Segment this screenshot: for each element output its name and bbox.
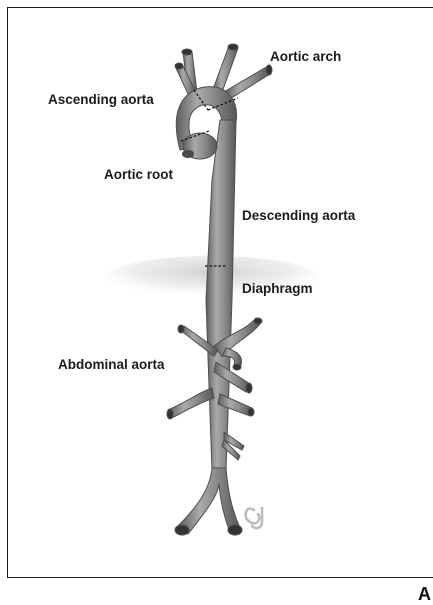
illustrator-logo bbox=[246, 508, 262, 528]
label-descending-aorta: Descending aorta bbox=[242, 208, 355, 223]
label-ascending-aorta: Ascending aorta bbox=[48, 92, 154, 107]
iliac-bifurcation bbox=[175, 468, 242, 535]
label-diaphragm: Diaphragm bbox=[242, 281, 313, 296]
label-abdominal-aorta: Abdominal aorta bbox=[58, 357, 165, 372]
label-aortic-arch: Aortic arch bbox=[270, 49, 341, 64]
label-aortic-root: Aortic root bbox=[104, 167, 173, 182]
descending-aorta-shape bbox=[206, 120, 236, 470]
panel-letter: A bbox=[418, 584, 431, 605]
